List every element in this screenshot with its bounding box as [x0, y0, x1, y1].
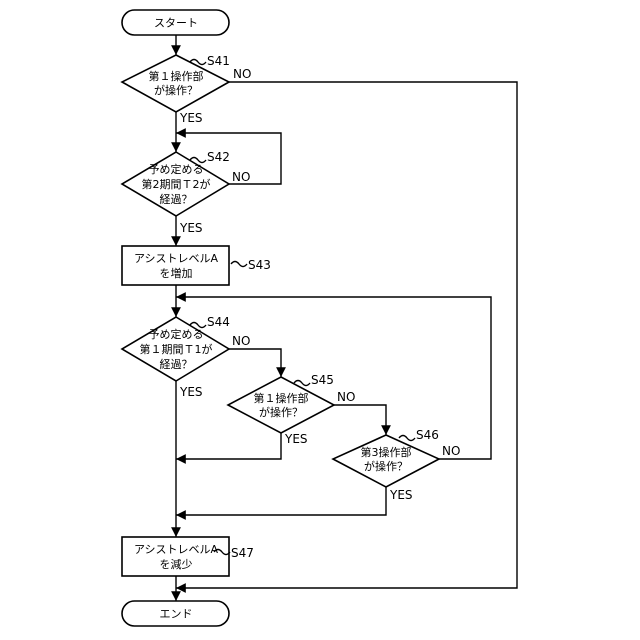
process-s47: アシストレベルA を減少 S47	[122, 537, 254, 576]
s46-step-label: S46	[416, 428, 439, 442]
s46-no-label: NO	[442, 444, 460, 458]
decision-s45: 第１操作部 が操作？ S45 NO YES	[228, 373, 355, 446]
end-terminal: エンド	[122, 601, 229, 626]
s42-no-label: NO	[232, 170, 250, 184]
s43-line-1: アシストレベルA	[134, 252, 219, 265]
s42-step-label: S42	[207, 150, 230, 164]
s41-line-1: 第１操作部	[149, 69, 204, 83]
s46-step-tilde	[399, 436, 415, 441]
s44-no-label: NO	[232, 334, 250, 348]
process-s43: アシストレベルA を増加 S43	[122, 246, 271, 285]
s42-yes-label: YES	[179, 221, 203, 235]
s46-yes-label: YES	[389, 488, 413, 502]
s44-line-3: 経過？	[160, 358, 193, 371]
s41-line-2: が操作？	[154, 83, 198, 97]
s47-line-2: を減少	[160, 557, 193, 571]
s44-line-1: 予め定める	[149, 327, 204, 341]
end-label: エンド	[160, 608, 193, 621]
s46-line-1: 第3操作部	[361, 445, 412, 459]
s42-line-2: 第2期間Ｔ2が	[142, 177, 211, 191]
decision-s42: 予め定める 第2期間Ｔ2が 経過？ S42 NO YES	[122, 150, 250, 235]
arrow-s44-no	[229, 349, 281, 377]
s41-no-label: NO	[233, 67, 251, 81]
s45-no-label: NO	[337, 390, 355, 404]
s43-line-2: を増加	[160, 267, 193, 280]
s42-line-1: 予め定める	[149, 162, 204, 176]
s43-step-tilde	[231, 262, 247, 267]
arrow-s45-no	[334, 405, 386, 435]
arrow-s46-yes	[176, 487, 386, 515]
s45-yes-label: YES	[284, 432, 308, 446]
s41-step-label: S41	[207, 54, 230, 68]
decision-s44: 予め定める 第１期間Ｔ1が 経過？ S44 NO YES	[122, 315, 250, 399]
s41-yes-label: YES	[179, 111, 203, 125]
s46-line-2: が操作？	[364, 459, 408, 473]
decision-s41: 第１操作部 が操作？ S41 NO YES	[122, 54, 251, 125]
arrow-s45-yes	[176, 433, 281, 459]
s45-line-2: が操作？	[259, 405, 303, 419]
s47-line-1: アシストレベルA	[134, 543, 219, 556]
s44-line-2: 第１期間Ｔ1が	[140, 342, 213, 356]
start-terminal: スタート	[122, 10, 229, 35]
s44-yes-label: YES	[179, 385, 203, 399]
s45-line-1: 第１操作部	[254, 391, 309, 405]
s44-step-label: S44	[207, 315, 230, 329]
s42-line-3: 経過？	[160, 193, 193, 206]
s45-step-label: S45	[311, 373, 334, 387]
s47-step-label: S47	[231, 546, 254, 560]
decision-s46: 第3操作部 が操作？ S46 NO YES	[333, 428, 460, 502]
s43-step-label: S43	[248, 258, 271, 272]
start-label: スタート	[154, 17, 198, 30]
